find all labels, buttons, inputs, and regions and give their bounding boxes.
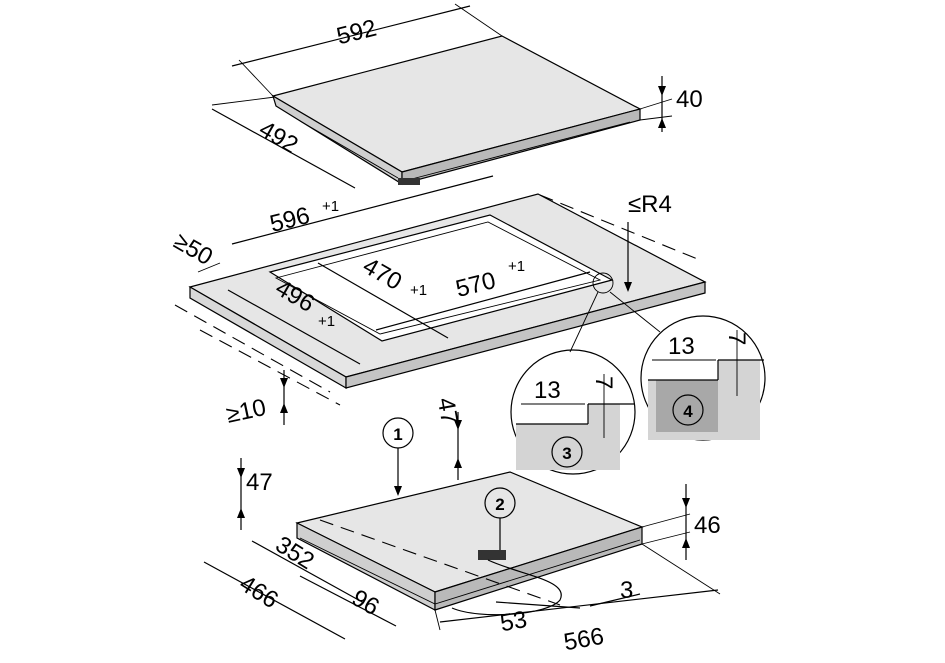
arrow <box>658 118 666 128</box>
worktop-drawing: 596 +1 ≥50 496 +1 470 +1 570 +1 ≤R4 ≥10 <box>169 175 707 429</box>
dim-570-tol: +1 <box>508 258 525 275</box>
hob-frame-line <box>299 120 399 179</box>
arrow <box>280 403 288 413</box>
dim-line-470 <box>317 262 449 339</box>
underside-top <box>295 471 644 593</box>
callout-4-circle <box>672 394 704 426</box>
detail4-width: 13 <box>668 333 695 360</box>
callout-4-label: 4 <box>683 402 693 421</box>
dim-3-label: 3 <box>620 577 633 604</box>
arrow <box>237 468 245 478</box>
ext-line <box>197 262 221 273</box>
dim-line-592 <box>231 5 471 67</box>
dim-47-top-label: 47 <box>432 396 463 427</box>
arrow <box>658 86 666 96</box>
detail4-height: 7 <box>723 332 750 345</box>
ext-line <box>641 531 691 545</box>
dim-496-tol: +1 <box>318 313 335 330</box>
detail-3: 13 7 3 <box>510 349 636 475</box>
detail-leader <box>569 291 599 353</box>
ext-line <box>211 96 276 106</box>
arrow <box>682 538 690 548</box>
dashed-guide <box>539 194 701 261</box>
ext-line <box>639 98 673 110</box>
dim-596-label: 596 <box>267 202 312 238</box>
dashed-guide <box>199 329 341 406</box>
arrow <box>237 508 245 518</box>
underside-drawing: 1 2 47 47 46 352 466 96 5 <box>203 396 721 657</box>
dim-492-label: 492 <box>254 116 302 159</box>
ext-line <box>641 513 691 528</box>
connection-box <box>478 550 506 560</box>
detail-leader <box>609 291 661 333</box>
callout-3-label: 3 <box>562 444 571 463</box>
dim-47-left-label: 47 <box>246 469 273 496</box>
dim-10-label: ≥10 <box>224 394 269 429</box>
ext-line <box>641 543 721 595</box>
ext-line <box>434 609 441 631</box>
arrow <box>454 420 462 430</box>
dim-40-label: 40 <box>676 86 703 113</box>
dim-line-96 <box>299 575 397 627</box>
detail-circle <box>510 349 636 475</box>
detail-marker <box>592 272 614 294</box>
ext-line <box>639 115 673 121</box>
detail3-height: 7 <box>590 376 617 389</box>
dim-line-596 <box>231 175 494 245</box>
callout-1-label: 1 <box>393 425 402 444</box>
detail3-width: 13 <box>534 377 561 404</box>
dim-53-label: 53 <box>498 606 529 637</box>
dashed-guide <box>174 304 331 393</box>
worktop-right-edge <box>345 281 706 389</box>
hob-top-surface <box>271 35 642 173</box>
dim-46-label: 46 <box>694 512 721 539</box>
arrow <box>454 458 462 468</box>
underside-rim <box>299 537 641 605</box>
detail-frame <box>656 380 718 432</box>
cutout-opening <box>268 214 614 342</box>
dim-96-label: 96 <box>347 584 384 621</box>
detail-4: 13 7 4 <box>640 315 766 441</box>
hob-frame-line <box>407 121 631 181</box>
hob-foot <box>398 178 420 185</box>
arrow <box>280 378 288 388</box>
ext-line <box>454 3 503 37</box>
dim-line-570 <box>375 271 591 331</box>
mains-cable <box>451 559 562 616</box>
arrow <box>624 282 632 292</box>
arrow <box>682 498 690 508</box>
dim-566-label: 566 <box>562 623 606 657</box>
arrow <box>394 486 402 496</box>
dim-line-566 <box>439 589 719 623</box>
dim-line-496 <box>227 289 361 365</box>
dim-line-492 <box>211 108 356 189</box>
dim-r4-label: ≤R4 <box>628 191 672 218</box>
dim-596-tol: +1 <box>322 198 339 215</box>
dim-466-label: 466 <box>235 570 283 614</box>
dim-50-label: ≥50 <box>169 228 217 271</box>
dim-592-label: 592 <box>334 14 379 50</box>
callout-3-circle <box>551 436 583 468</box>
ext-line <box>238 59 274 97</box>
cutout-inner-step <box>274 221 602 335</box>
dim-line-466 <box>203 561 346 640</box>
callout-2-label: 2 <box>495 495 504 514</box>
dim-470-tol: +1 <box>410 282 427 299</box>
hob-drawing: 592 492 40 <box>211 3 703 189</box>
dim-line-352 <box>251 540 365 604</box>
